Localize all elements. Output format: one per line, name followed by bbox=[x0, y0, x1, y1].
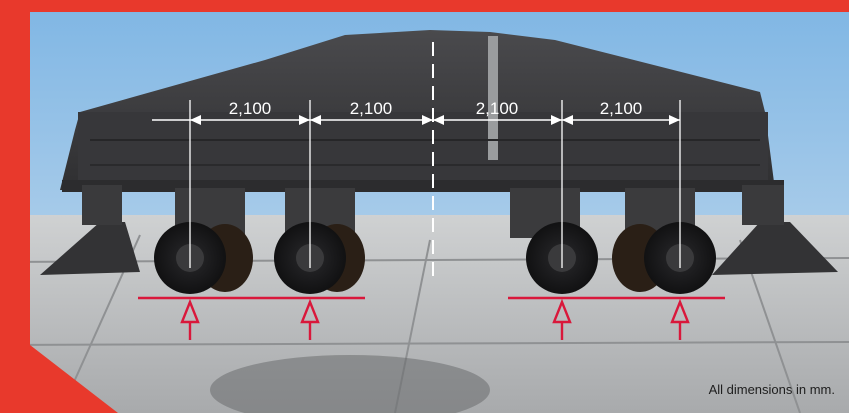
dimensions-caption: All dimensions in mm. bbox=[708, 382, 835, 397]
support-arrow-icon bbox=[180, 298, 200, 340]
dimension-lines bbox=[152, 115, 680, 125]
support-arrow-icon bbox=[300, 298, 320, 340]
support-arrows bbox=[180, 298, 690, 340]
left-outrigger-foot bbox=[40, 222, 140, 275]
support-arrow-icon bbox=[552, 298, 572, 340]
axle-lines bbox=[189, 100, 681, 268]
support-arrow-icon bbox=[670, 298, 690, 340]
dimension-label: 2,100 bbox=[229, 99, 272, 118]
right-outrigger-leg bbox=[742, 185, 784, 225]
left-outrigger-leg bbox=[82, 185, 122, 225]
dimension-label: 2,100 bbox=[600, 99, 643, 118]
dimension-label: 2,100 bbox=[350, 99, 393, 118]
floor-shadow bbox=[210, 355, 490, 413]
machine-body bbox=[60, 30, 784, 192]
dimension-label: 2,100 bbox=[476, 99, 519, 118]
right-outrigger-foot bbox=[712, 222, 838, 275]
